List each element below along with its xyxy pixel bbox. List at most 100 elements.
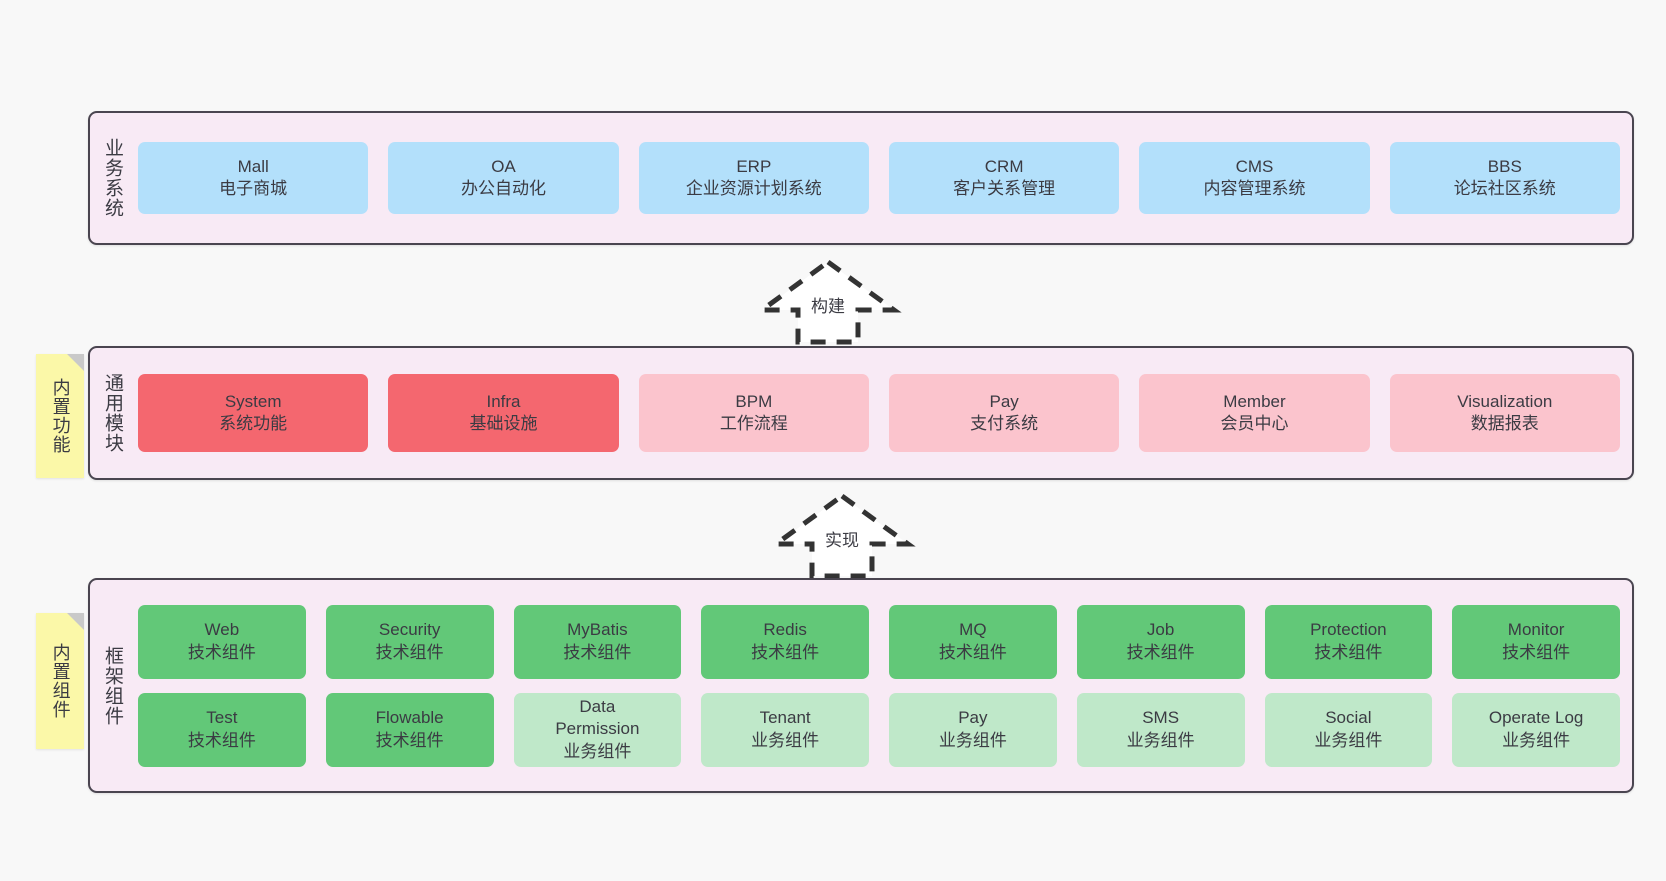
- card-operate-log[interactable]: Operate Log 业务组件: [1452, 692, 1620, 767]
- card-title: Tenant: [759, 708, 811, 728]
- card-subtitle: 技术组件: [1314, 642, 1383, 662]
- framework-business-row: Test 技术组件 Flowable 技术组件 Data Permission …: [138, 692, 1620, 767]
- card-sms[interactable]: SMS 业务组件: [1076, 692, 1245, 767]
- card-title: Redis: [763, 620, 807, 640]
- layer-body-framework: Web 技术组件 Security 技术组件 MyBatis 技术组件 Redi…: [134, 580, 1632, 791]
- card-subtitle: 内容管理系统: [1203, 179, 1306, 198]
- card-subtitle: 系统功能: [219, 414, 288, 433]
- card-subtitle: 企业资源计划系统: [685, 179, 822, 198]
- card-title: BBS: [1487, 156, 1522, 176]
- note-label: 内置组件: [50, 643, 71, 719]
- layer-title-common: 通用模块: [102, 373, 124, 453]
- card-subtitle: 电子商城: [219, 179, 288, 198]
- card-protection[interactable]: Protection 技术组件: [1264, 604, 1433, 679]
- card-title: Test: [206, 708, 238, 728]
- layer-business-system: 业务系统 Mall 电子商城 OA 办公自动化 ERP 企业资源计划系统 CRM…: [88, 111, 1634, 245]
- card-pay-business[interactable]: Pay 业务组件: [889, 692, 1057, 767]
- card-title: Social: [1325, 708, 1372, 728]
- card-title: Member: [1223, 391, 1286, 411]
- connector-build: 构建: [754, 258, 902, 345]
- card-test[interactable]: Test 技术组件: [138, 692, 306, 767]
- card-oa[interactable]: OA 办公自动化: [388, 142, 619, 214]
- card-crm[interactable]: CRM 客户关系管理: [888, 142, 1120, 214]
- common-card-row: System 系统功能 Infra 基础设施 BPM 工作流程 Pay 支付系统…: [138, 374, 1620, 452]
- card-job[interactable]: Job 技术组件: [1076, 604, 1245, 679]
- card-subtitle: 会员中心: [1220, 414, 1289, 433]
- card-subtitle: 业务组件: [938, 730, 1007, 750]
- card-title: SMS: [1142, 708, 1180, 728]
- card-subtitle: 业务组件: [751, 730, 820, 750]
- card-erp[interactable]: ERP 企业资源计划系统: [638, 142, 869, 214]
- note-fold-icon: [67, 354, 84, 371]
- implement-arrow-shape: [768, 492, 916, 579]
- card-mall[interactable]: Mall 电子商城: [138, 142, 369, 214]
- card-member[interactable]: Member 会员中心: [1139, 374, 1370, 452]
- card-title: Job: [1146, 620, 1175, 640]
- card-mq[interactable]: MQ 技术组件: [889, 604, 1057, 679]
- note-label: 内置功能: [50, 378, 71, 454]
- card-flowable[interactable]: Flowable 技术组件: [325, 692, 494, 767]
- layer-common-module: 通用模块 System 系统功能 Infra 基础设施 BPM 工作流程 Pay…: [88, 346, 1634, 480]
- card-title: Security: [378, 620, 441, 640]
- note-builtin-features: 内置功能: [36, 354, 84, 478]
- card-title: CRM: [984, 156, 1024, 176]
- card-infra[interactable]: Infra 基础设施: [388, 374, 619, 452]
- card-title: Web: [204, 620, 240, 640]
- card-subtitle: 数据报表: [1470, 414, 1539, 433]
- card-title: ERP: [736, 156, 772, 176]
- card-title: Pay: [958, 708, 988, 728]
- card-subtitle: 业务组件: [563, 741, 632, 761]
- card-title: Operate Log: [1488, 708, 1584, 728]
- card-mybatis[interactable]: MyBatis 技术组件: [513, 604, 682, 679]
- card-title: Data Permission: [555, 697, 640, 739]
- card-social[interactable]: Social 业务组件: [1264, 692, 1433, 767]
- card-visualization[interactable]: Visualization 数据报表: [1389, 374, 1620, 452]
- card-subtitle: 工作流程: [719, 414, 788, 433]
- card-monitor[interactable]: Monitor 技术组件: [1452, 604, 1620, 679]
- card-subtitle: 支付系统: [970, 414, 1039, 433]
- business-card-row: Mall 电子商城 OA 办公自动化 ERP 企业资源计划系统 CRM 客户关系…: [138, 142, 1620, 214]
- card-subtitle: 技术组件: [1502, 642, 1571, 662]
- build-arrow-shape: [754, 258, 902, 345]
- card-subtitle: 技术组件: [187, 730, 256, 750]
- card-web[interactable]: Web 技术组件: [138, 604, 306, 679]
- card-redis[interactable]: Redis 技术组件: [701, 604, 869, 679]
- card-title: Pay: [989, 391, 1019, 411]
- card-title: Mall: [237, 156, 269, 176]
- card-tenant[interactable]: Tenant 业务组件: [701, 692, 869, 767]
- card-cms[interactable]: CMS 内容管理系统: [1139, 142, 1370, 214]
- layer-framework-components: 框架组件 Web 技术组件 Security 技术组件 MyBatis 技术组件…: [88, 578, 1634, 793]
- card-title: System: [224, 391, 282, 411]
- card-title: CMS: [1235, 156, 1274, 176]
- card-pay[interactable]: Pay 支付系统: [888, 374, 1120, 452]
- card-security[interactable]: Security 技术组件: [325, 604, 494, 679]
- connector-implement: 实现: [768, 492, 916, 579]
- card-subtitle: 基础设施: [469, 414, 538, 433]
- card-subtitle: 技术组件: [187, 642, 256, 662]
- card-subtitle: 技术组件: [563, 642, 632, 662]
- layer-title-framework: 框架组件: [102, 645, 124, 726]
- card-title: MyBatis: [567, 620, 628, 640]
- note-builtin-components: 内置组件: [36, 613, 84, 749]
- card-subtitle: 业务组件: [1314, 730, 1383, 750]
- card-bbs[interactable]: BBS 论坛社区系统: [1389, 142, 1620, 214]
- connector-build-label: 构建: [811, 297, 845, 316]
- card-subtitle: 技术组件: [375, 642, 444, 662]
- layer-title-business: 业务系统: [102, 138, 124, 218]
- card-system[interactable]: System 系统功能: [138, 374, 369, 452]
- framework-tech-row: Web 技术组件 Security 技术组件 MyBatis 技术组件 Redi…: [138, 604, 1620, 679]
- card-title: Infra: [486, 391, 521, 411]
- card-subtitle: 技术组件: [938, 642, 1007, 662]
- card-title: BPM: [735, 391, 773, 411]
- card-data-permission[interactable]: Data Permission 业务组件: [513, 692, 682, 767]
- card-subtitle: 技术组件: [1126, 642, 1195, 662]
- card-title: Flowable: [375, 708, 444, 728]
- card-title: OA: [491, 156, 516, 176]
- card-bpm[interactable]: BPM 工作流程: [638, 374, 869, 452]
- card-subtitle: 办公自动化: [460, 179, 546, 198]
- card-subtitle: 技术组件: [751, 642, 820, 662]
- card-subtitle: 业务组件: [1502, 730, 1571, 750]
- card-title: MQ: [959, 620, 987, 640]
- connector-implement-label: 实现: [825, 531, 859, 550]
